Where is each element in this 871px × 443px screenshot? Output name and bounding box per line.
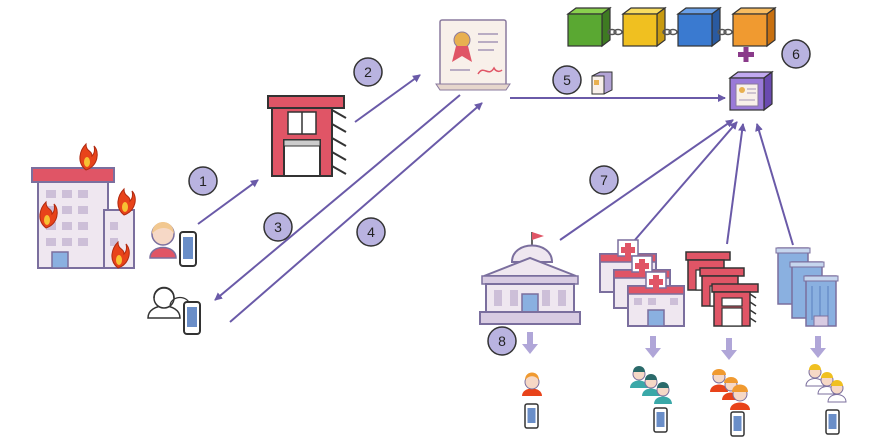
step-badge-1: 1 [188,166,218,196]
step-label: 8 [498,333,506,349]
burning-building-icon [31,142,136,269]
arrow-3-dispatch [214,94,461,301]
people-group-icon [522,372,542,396]
step-label: 7 [600,172,608,188]
arrow-2-issue [354,74,421,123]
person-with-phone-icon [149,222,197,267]
phone-icon [179,231,197,267]
down-arrows [522,332,826,360]
down-arrow-office [810,336,826,358]
step-badge-2: 2 [353,57,383,87]
people-group-icon [630,366,672,404]
blockchain-block-icon [731,6,777,48]
certificate-document-icon [435,19,511,91]
people-group-icon [710,369,750,410]
step-badge-8: 8 [487,326,517,356]
step-label: 3 [274,219,282,235]
blockchain-block-icon [566,6,612,48]
step-label: 4 [367,224,375,240]
blockchain-block-icon [621,6,667,48]
step-badge-6: 6 [781,39,811,69]
responder-with-phone-icon [147,286,201,335]
step-label: 1 [199,173,207,189]
blockchain-block-icon [676,6,722,48]
flow-arrows [197,74,794,323]
step-badge-7: 7 [589,165,619,195]
arrow-4-confirm [229,102,483,323]
arrow-7-government [559,119,734,241]
blockchain-block-icon [591,71,613,95]
arrow-7-office [755,123,794,246]
people-group-icon [805,364,847,403]
step-badge-5: 5 [552,65,582,95]
phone-icon [653,407,668,433]
down-arrow-government [522,332,538,354]
phone-icon [524,403,539,429]
blockchain-block-icon [728,70,774,112]
chain-link-icon [607,28,733,36]
step-badge-3: 3 [263,212,293,242]
step-label: 6 [792,46,800,62]
down-arrow-hospital [645,336,661,358]
down-arrow-firehouse [721,338,737,360]
step-label: 2 [364,64,372,80]
blockchain-row [566,6,777,112]
step-label: 5 [563,72,571,88]
office-tower-icon [775,247,839,327]
arrow-7-hospital [627,121,738,249]
plus-icon [738,47,754,62]
step-badge-4: 4 [356,217,386,247]
phone-icon [825,409,840,435]
arrow-7-firehouse [726,123,747,245]
firehouse-icon [685,251,759,327]
step-badges: 1 2 3 4 5 6 7 8 [188,39,811,356]
arrow-1-report [197,179,259,225]
hospital-icon [599,239,685,327]
government-building-icon [479,232,581,325]
phone-icon [183,301,201,335]
fire-station-icon [267,95,347,177]
phone-icon [730,411,745,437]
